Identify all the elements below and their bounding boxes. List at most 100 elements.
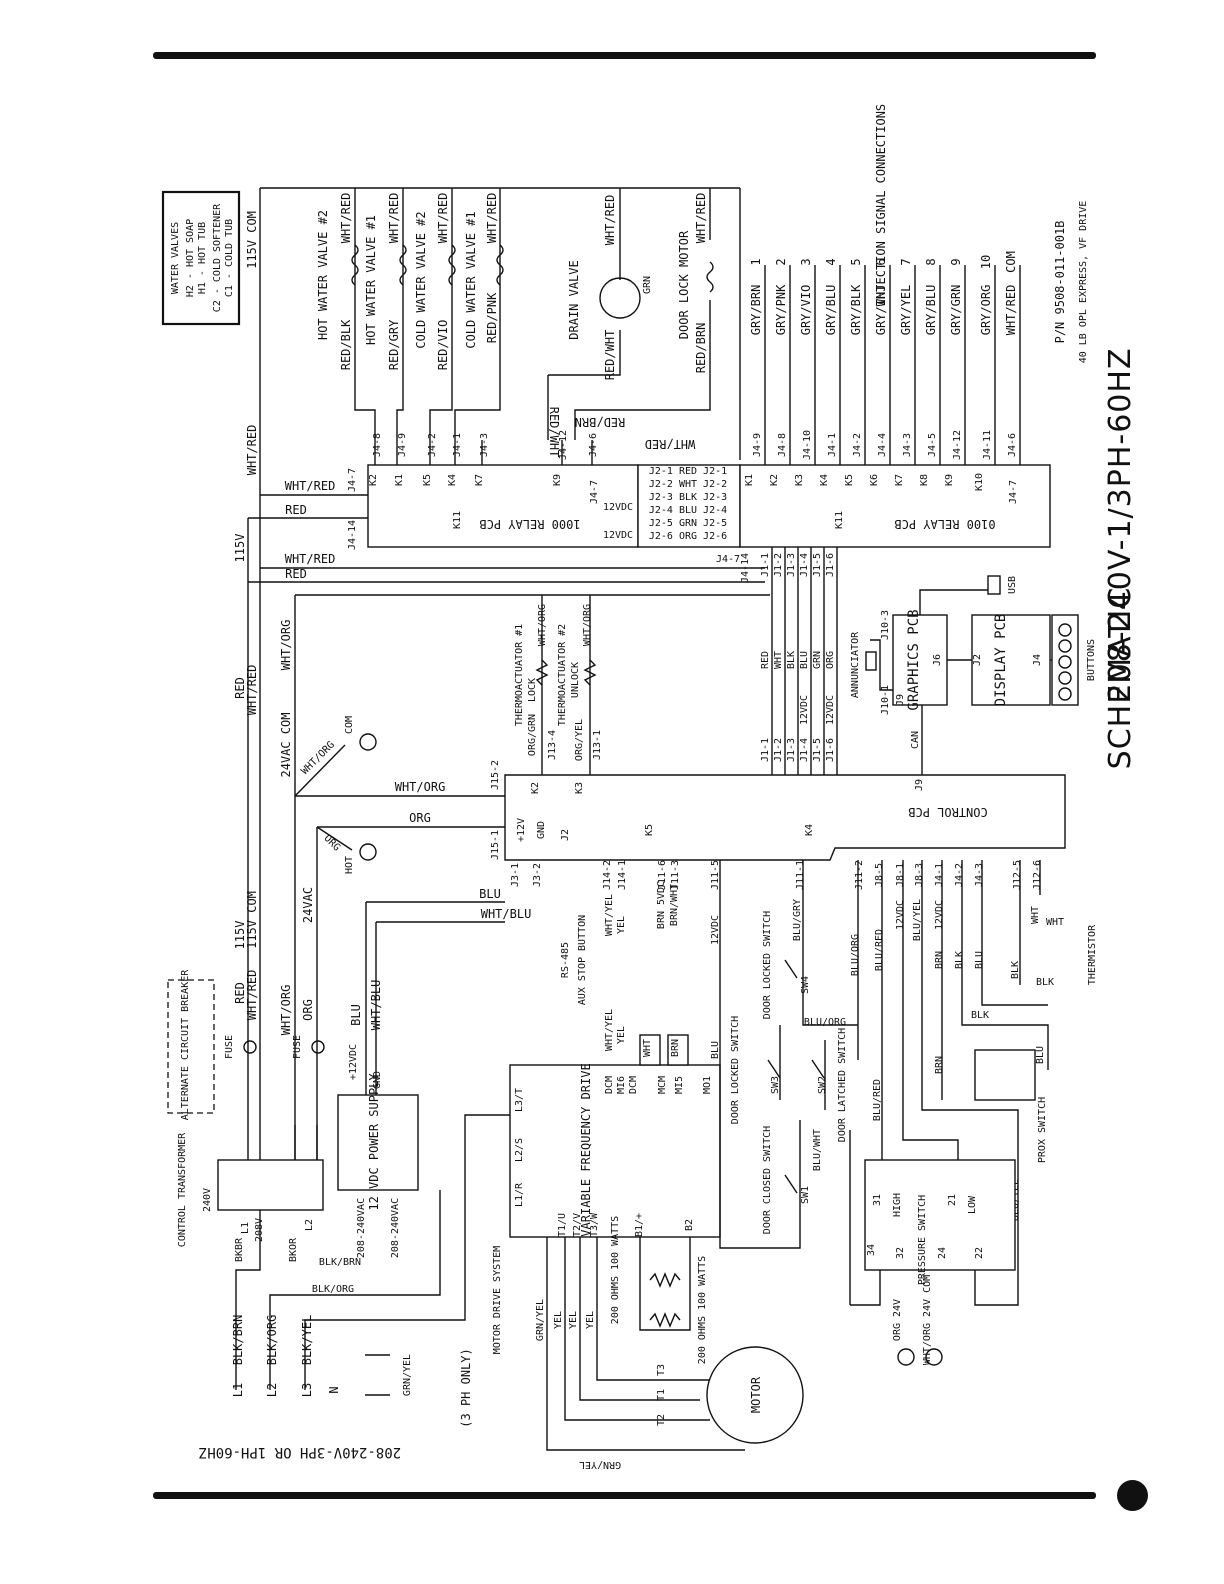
vfd-b-pin: B2 xyxy=(684,1219,695,1231)
control-pcb xyxy=(504,547,1066,861)
valve-wire: WHT/RED xyxy=(436,193,450,244)
vfd-wire: WHT/YEL xyxy=(604,1009,615,1051)
rail-label: RED xyxy=(233,677,247,699)
control-pcb-can: CAN xyxy=(910,731,921,749)
relay-pcb-1-side: J4-7 xyxy=(589,480,600,504)
relay-pcb-0100 xyxy=(739,440,1051,548)
legend-item: H1 - HOT TUB xyxy=(197,222,208,294)
relay-pcb-2-relay: K11 xyxy=(834,511,845,529)
relay-pcb-2-pin: J4-1 xyxy=(827,433,838,457)
rail-label: RED xyxy=(285,503,307,517)
control-pcb-bottom-pin: J12-5 xyxy=(1012,860,1023,890)
injection-wire: GRY/BLU xyxy=(924,285,938,336)
switch-label: DOOR LOCKED SWITCH xyxy=(730,1016,741,1124)
relay-pcb-1-relay: K5 xyxy=(422,474,433,486)
relay-pcb-1-pin: J4-2 xyxy=(427,433,438,457)
valve-wire: RED/GRY xyxy=(387,319,401,370)
relay-pcb-2-pin: J4-12 xyxy=(952,430,963,460)
fuse-label: FUSE xyxy=(224,1035,235,1059)
relay-pcb-2-relay: K9 xyxy=(944,474,955,486)
control-pcb-left-pin: J3-1 xyxy=(510,863,521,887)
injection-wires xyxy=(764,265,1021,440)
control-pcb-relay: K2 xyxy=(530,782,541,794)
vfd-input: L2/S xyxy=(514,1138,525,1162)
vfd-dc-pin: MCM xyxy=(657,1076,668,1094)
injection-num: 7 xyxy=(899,258,913,265)
valve-label: HOT WATER VALVE #1 xyxy=(364,215,378,345)
psu-input: 208-240VAC xyxy=(390,1198,401,1258)
door-switches xyxy=(719,860,859,1249)
valve-wire: RED/VIO xyxy=(436,320,450,371)
vfd-wire: BRN xyxy=(670,1039,681,1057)
thermoactuator-pin: J13-1 xyxy=(592,730,603,760)
relay-pcb-1-pin: J4-1 xyxy=(452,433,463,457)
rail-label: WHT/ORG xyxy=(395,780,446,794)
thermoactuator-ret: WHT/ORG xyxy=(537,604,548,646)
vfd-wire: BLU xyxy=(710,1041,721,1059)
thermoactuator-label: LOCK xyxy=(527,678,538,702)
vfd-output: T1/U xyxy=(557,1213,568,1237)
thermoactuator-wire: ORG/YEL xyxy=(574,719,585,761)
relay-pcb-1-relay: K11 xyxy=(452,511,463,529)
line-label: N xyxy=(327,1386,341,1393)
vfd-output: T2/V xyxy=(572,1213,583,1237)
injection-num: 4 xyxy=(824,258,838,265)
vfd-wire: WHT/YEL xyxy=(604,894,615,936)
control-pcb-top-wire: GRN xyxy=(812,651,823,669)
relay-pcb-1-side: 12VDC xyxy=(603,530,633,541)
motor-wire: YEL xyxy=(585,1311,596,1329)
pressure-switch-label: PRESSURE SWITCH xyxy=(917,1195,928,1285)
relay-pcb-1-j2: J2-5 GRN J2-5 xyxy=(649,518,727,529)
thermistor-wire: WHT xyxy=(1030,906,1041,924)
relay-pcb-2-side: J4-14 xyxy=(740,553,751,583)
thermoactuator-label: THERMOACTUATOR #2 xyxy=(557,624,568,726)
injection-num: 2 xyxy=(774,258,788,265)
legend-title: WATER VALVES xyxy=(170,222,181,294)
control-pcb-top-pin: J1-2 xyxy=(773,553,784,577)
display-pcb-pin: J2 xyxy=(972,654,983,666)
relay-pcb-2-relay: K7 xyxy=(894,474,905,486)
control-pcb-bottom-pin: J4-3 xyxy=(974,863,985,887)
injection-wire: GRY/BRN xyxy=(749,285,763,336)
relay-pcb-1-label: 1000 RELAY PCB xyxy=(479,517,580,531)
thermistor-wire: BLK xyxy=(1036,977,1054,988)
relay-pcb-1-pin: J4-8 xyxy=(372,433,383,457)
vfd-dc-pin: DCM xyxy=(628,1076,639,1094)
injection-wire: GRY/WHT xyxy=(874,285,888,336)
control-pcb-top-pin: J1-5 xyxy=(812,553,823,577)
control-pcb-top-pin: J1-1 xyxy=(760,553,771,577)
blu-org-label: BLU/ORG xyxy=(850,934,861,976)
rail-label: WHT/RED xyxy=(285,552,336,566)
blu-yel-label: BLU/YEL xyxy=(912,899,923,941)
pressure-contact: 34 xyxy=(866,1244,877,1256)
vfd-wire: WHT xyxy=(642,1039,653,1057)
injection-wire: GRY/ORG xyxy=(979,285,993,336)
bottom-rule xyxy=(153,1492,1096,1499)
transformer-tap: L1 xyxy=(240,1222,251,1234)
pressure-contact: 31 xyxy=(872,1194,883,1206)
rail-label: 115V COM xyxy=(245,891,259,949)
injection-num: 1 xyxy=(749,258,763,265)
twelve-vdc-label: 12VDC xyxy=(895,900,906,930)
blu-wht-label: BLU/WHT xyxy=(812,1129,823,1171)
marker-text: COM xyxy=(344,716,355,734)
control-pcb-left-pin: J15-2 xyxy=(490,760,501,790)
valve-label: HOT WATER VALVE #2 xyxy=(316,210,330,340)
motor-wire: GRN/YEL xyxy=(535,1299,546,1341)
rail-label: WHT/ORG xyxy=(279,620,293,671)
line-wire: BLK/YEL xyxy=(300,1315,314,1366)
model-name: 40 LB OPL EXPRESS, VF DRIVE xyxy=(1078,201,1089,364)
injection-num: 10 xyxy=(979,255,993,269)
injection-num: 8 xyxy=(924,258,938,265)
vfd-dc-pin: DCM xyxy=(604,1076,615,1094)
page-marker xyxy=(1117,1480,1148,1511)
rail-label: WHT/ORG xyxy=(279,985,293,1036)
injection-num: 5 xyxy=(849,258,863,265)
brn-wht-label: BRN/WHT xyxy=(669,884,680,926)
prox-wire: BLK xyxy=(954,951,965,969)
buttons-label: BUTTONS xyxy=(1086,639,1097,681)
pressure-switch-low: LOW xyxy=(967,1195,978,1214)
motor-wire: YEL xyxy=(553,1311,564,1329)
transformer-tap: 240V xyxy=(202,1188,213,1212)
prox-wire: BLK xyxy=(971,1010,989,1021)
